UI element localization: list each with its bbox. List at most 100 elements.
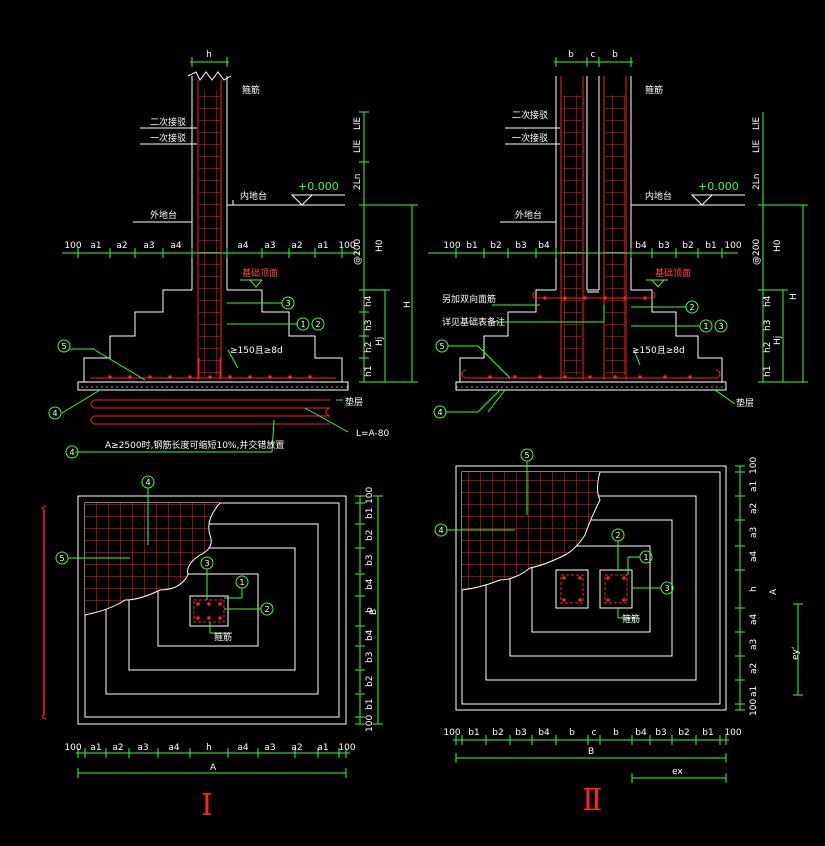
callout-3: 3 (285, 299, 290, 308)
label-neiditai: 内地台 (240, 190, 267, 202)
plan2-right-dim-labels: 100 a1 a2 a3 a4 h a4 a3 a2 a1 100 (749, 457, 759, 716)
label-erci-2: 二次接驳 (512, 109, 548, 121)
svg-text:100: 100 (724, 728, 741, 738)
plan1-callout-5: 5 (59, 554, 64, 563)
svg-text:b: b (613, 728, 619, 738)
svg-text:b: b (365, 607, 375, 613)
svg-text:a2: a2 (112, 743, 123, 753)
svg-text:b3: b3 (515, 241, 526, 251)
plan2-callout-3: 3 (664, 584, 669, 593)
plan2-callout-5: 5 (524, 451, 529, 460)
svg-text:LlE: LlE (752, 116, 762, 130)
svg-text:LlE: LlE (353, 116, 363, 130)
plan1-callout-1: 1 (239, 578, 244, 587)
plan1-right-dim-labels: 100 b1 b2 b3 b4 b b4 b3 b2 b1 100 (365, 487, 375, 732)
label-jichu-top: 基础顶面 (242, 267, 278, 279)
column-rebar (90, 80, 336, 425)
svg-text:h3: h3 (763, 320, 773, 331)
svg-text:100: 100 (749, 699, 759, 716)
svg-text:a1: a1 (90, 743, 101, 753)
svg-text:H0: H0 (375, 239, 385, 252)
svg-text:a3: a3 (264, 743, 275, 753)
label-yici: 一次接驳 (150, 132, 186, 144)
svg-text:100: 100 (338, 241, 355, 251)
label-dianceng: 垫层 (345, 396, 363, 408)
svg-text:a2: a2 (749, 503, 759, 514)
callout-4: 4 (52, 409, 57, 418)
svg-text:a4: a4 (749, 550, 759, 562)
svg-text:a1: a1 (90, 241, 101, 251)
callout-5: 5 (61, 342, 66, 351)
plan2-ey: ey' (791, 647, 801, 660)
plan-2-leaders (434, 448, 799, 779)
plan-1-leaders (55, 475, 379, 774)
svg-text:a3: a3 (143, 241, 154, 251)
callout-2-4: 4 (437, 408, 442, 417)
plan2-bottom-dim-labels: 100 b1 b2 b3 b4 b c b b4 b3 b2 b1 100 (443, 728, 741, 738)
svg-text:b1: b1 (702, 728, 713, 738)
plan-2-ticks (455, 465, 803, 783)
svg-text:100: 100 (64, 743, 81, 753)
column-rebar-2 (461, 76, 721, 380)
plan1-B: B (369, 609, 379, 615)
column-outline (77, 71, 349, 391)
svg-text:a3: a3 (264, 241, 275, 251)
svg-text:2Ln: 2Ln (752, 174, 762, 190)
svg-text:b4: b4 (635, 728, 647, 738)
svg-text:2Ln: 2Ln (353, 174, 363, 190)
label-zhuangjin: 箍筋 (242, 84, 260, 96)
ticks-2 (455, 57, 723, 258)
label-waiditai-2: 外地台 (515, 209, 542, 221)
top-dim-labels-2: 100 b1 b2 b3 b4 b4 b3 b2 b1 100 (443, 241, 741, 251)
plan1-gujin: 箍筋 (214, 631, 232, 643)
svg-text:b4: b4 (635, 241, 647, 251)
svg-text:b2: b2 (492, 728, 503, 738)
svg-text:b2: b2 (682, 241, 693, 251)
svg-text:b4: b4 (538, 241, 550, 251)
plan2-callout-4: 4 (438, 526, 443, 535)
svg-text:b2: b2 (365, 676, 375, 687)
svg-text:b2: b2 (490, 241, 501, 251)
svg-text:b1: b1 (365, 508, 375, 519)
svg-text:h4: h4 (763, 295, 773, 307)
plan-1-ticks (77, 495, 383, 778)
svg-text:b2: b2 (678, 728, 689, 738)
callout-circles-1 (48, 296, 325, 459)
callout-4b: 4 (69, 448, 74, 457)
callout-2-2: 2 (689, 303, 694, 312)
svg-text:b3: b3 (655, 728, 666, 738)
svg-text:a3: a3 (749, 639, 759, 650)
plan2-callout-2: 2 (615, 531, 620, 540)
svg-text:h4: h4 (364, 295, 374, 307)
callout-circles-2 (433, 300, 728, 419)
svg-text:b4: b4 (365, 578, 375, 590)
right-dim-labels-2: LlE LlE 2Ln @200 H0 h4 h3 h2 h1 (752, 116, 783, 377)
plan2-B: B (588, 747, 594, 757)
svg-text:LlE: LlE (353, 139, 363, 153)
svg-text:b1: b1 (705, 241, 716, 251)
label-waiditai: 外地台 (150, 209, 177, 221)
label-L: L=A-80 (356, 429, 389, 439)
plan2-ex: ex (672, 767, 683, 777)
svg-text:b3: b3 (365, 555, 375, 566)
svg-text:b1: b1 (468, 728, 479, 738)
label-erci: 二次接驳 (150, 116, 186, 128)
dim-Hj: Hj (375, 337, 385, 346)
dim-b2: b (612, 50, 618, 60)
svg-text:h2: h2 (763, 342, 773, 353)
plan1-roman: Ⅰ (201, 788, 213, 823)
label-jichu-top-2: 基础顶面 (655, 267, 691, 279)
label-note2: 详见基础表备注 (442, 316, 505, 328)
plan1-A: A (210, 763, 217, 773)
svg-text:100: 100 (443, 728, 460, 738)
svg-text:a2: a2 (291, 743, 302, 753)
svg-text:b4: b4 (538, 728, 550, 738)
svg-text:a4: a4 (237, 743, 249, 753)
svg-text:b3: b3 (658, 241, 669, 251)
plan1-callout-4: 4 (145, 478, 150, 487)
column-outline-2 (455, 76, 745, 391)
dim-lines-2 (428, 61, 808, 413)
plan2-gujin: 箍筋 (622, 613, 640, 625)
svg-text:b: b (569, 728, 575, 738)
base-rebar-dots-2 (488, 296, 692, 379)
